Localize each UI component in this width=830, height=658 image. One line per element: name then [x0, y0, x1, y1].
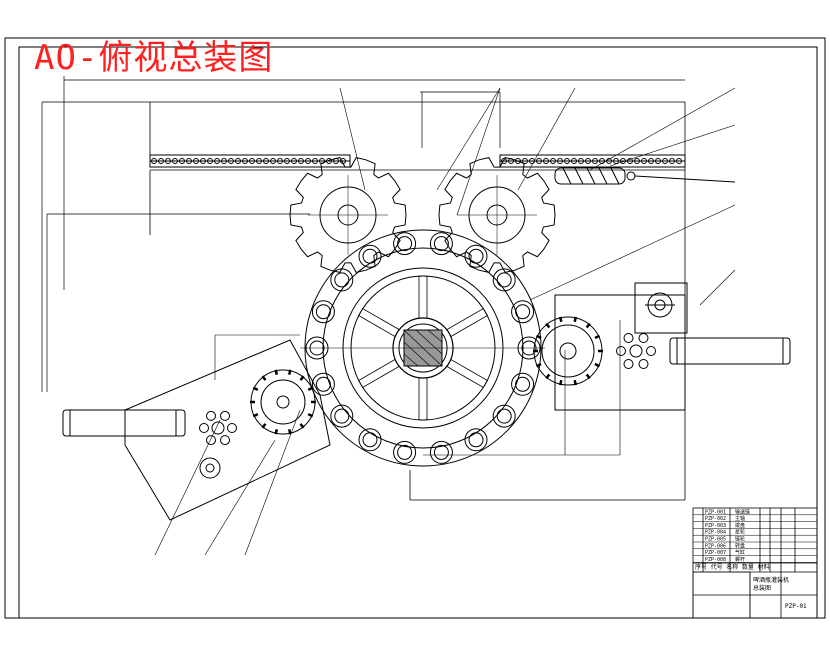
title-block-row-code: PZP-007	[705, 550, 726, 556]
title-block	[692, 507, 818, 619]
title-block-row-name: 输送链	[735, 508, 750, 515]
title-block-header: 序号 代号 名称 数量 材料	[695, 563, 770, 571]
title-block-row-code: PZP-001	[705, 509, 726, 515]
leader-lines	[154, 87, 736, 556]
title-block-row-name: 螺杆	[735, 556, 745, 563]
outfeed-starwheel	[124, 339, 331, 521]
cylinder-right	[669, 337, 791, 365]
title-block-row-name: 转盘	[735, 542, 745, 549]
lower-dimensions	[214, 320, 621, 456]
title-block-row-code: PZP-003	[705, 523, 726, 529]
title-block-row-name: 拨盘	[735, 522, 745, 529]
title-block-row-name: 主轴	[735, 515, 745, 522]
drawing-title: AO-俯视总装图	[34, 38, 274, 78]
cylinder-left	[62, 409, 186, 437]
overall-dimensions	[41, 76, 685, 392]
project-name: 啤酒瓶灌装机	[753, 576, 789, 584]
title-block-row-code: PZP-008	[705, 557, 726, 563]
title-block-row-name: 气缸	[735, 549, 745, 556]
title-block-row-name: 链轮	[735, 536, 745, 543]
assembly-name: 总装图	[753, 584, 771, 592]
title-block-row-code: PZP-006	[705, 543, 726, 549]
infeed-starwheel	[533, 282, 688, 411]
revision-block	[692, 571, 751, 619]
feed-screw	[554, 167, 736, 185]
sprocket-right	[438, 157, 556, 273]
conveyor-chain-left	[149, 154, 351, 168]
conveyor-chain-right	[499, 154, 686, 168]
title-block-text: 序号 代号 名称 数量 材料 啤酒瓶灌装机 总装图 PZP-01 PZP-001…	[695, 508, 807, 610]
inner-frame	[18, 46, 818, 619]
title-block-row-name: 星轮	[735, 529, 745, 536]
sprocket-left	[289, 157, 407, 273]
title-block-row-code: PZP-004	[705, 530, 726, 536]
drawing-number: PZP-01	[785, 603, 807, 610]
title-block-row-code: PZP-002	[705, 516, 726, 522]
title-block-row-code: PZP-005	[705, 537, 726, 543]
outer-frame	[4, 37, 826, 619]
